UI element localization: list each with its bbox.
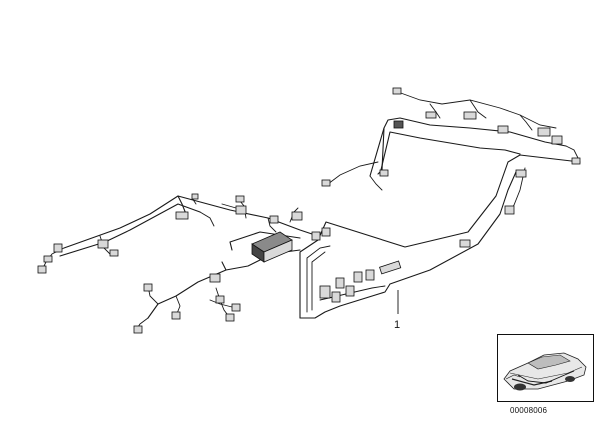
car-silhouette-icon [503,352,587,391]
reference-number: 00008006 [510,406,548,415]
main-harness-loop [299,154,581,319]
rear-harness-section [327,91,579,213]
callout-label: 1 [394,319,400,331]
callout-1: 1 [394,290,400,331]
vehicle-thumbnail [497,334,594,402]
control-module [251,231,293,263]
connectors [37,87,581,334]
